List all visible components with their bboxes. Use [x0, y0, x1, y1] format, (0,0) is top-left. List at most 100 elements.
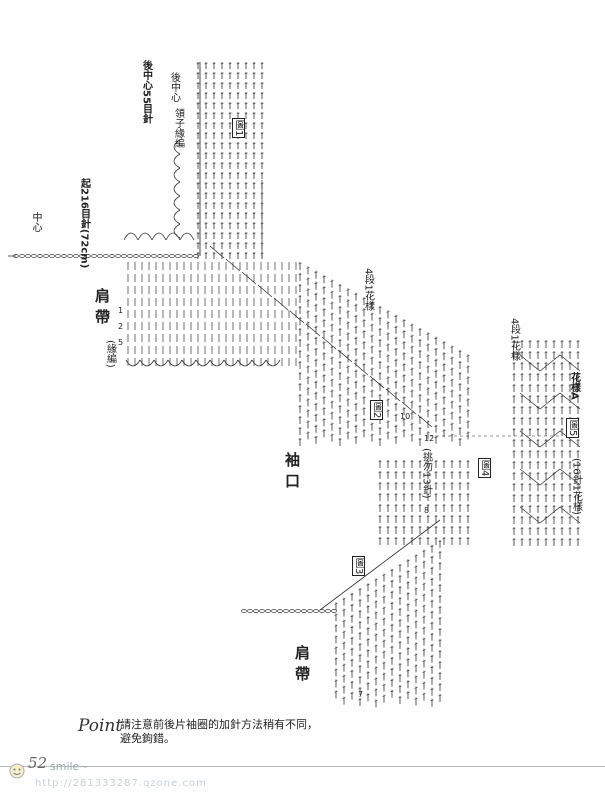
collar-col-tick — [260, 122, 264, 125]
lower-col-tick — [386, 515, 390, 518]
patternA-col-tick — [520, 384, 524, 387]
strap-col-tick — [406, 647, 410, 650]
lower-col-tick — [426, 493, 430, 496]
lower-col-tick — [394, 504, 398, 507]
strap-col-tick — [342, 598, 346, 600]
collar-col-tick — [244, 252, 248, 255]
chain-stitch — [31, 254, 37, 258]
patternA-col-tick — [544, 439, 548, 442]
lower-col-tick — [458, 526, 462, 529]
strap-col-tick — [382, 585, 386, 587]
lower-col-tick — [434, 482, 438, 485]
body-col-tick — [338, 438, 342, 441]
body-col-tick — [322, 308, 326, 311]
body-col-tick — [314, 326, 318, 329]
body-col-tick — [314, 425, 318, 428]
patternA-col-tick — [520, 406, 524, 409]
fan-stitch — [519, 430, 581, 448]
chain-stitch-lower — [319, 609, 325, 613]
patternA-col-tick — [560, 461, 564, 464]
lower-col-tick — [442, 526, 446, 529]
patternA-col-tick — [536, 527, 540, 530]
strap-col-tick — [398, 586, 402, 589]
lower-col-tick — [426, 537, 430, 540]
strap-col-tick — [358, 621, 362, 624]
body-col-tick — [386, 399, 390, 401]
patternA-col-tick — [520, 505, 524, 508]
lower-col-tick — [386, 460, 390, 463]
body-col-tick — [458, 427, 462, 430]
chain-stitch-lower — [283, 609, 289, 613]
lower-col-tick — [450, 537, 454, 540]
body-col-tick — [458, 372, 462, 375]
row-num-7: 7 — [358, 690, 364, 699]
collar-col-tick — [244, 122, 248, 125]
strap-col-tick — [374, 634, 378, 636]
body-col-tick — [306, 300, 310, 302]
four-rows-a-label: 4段1花樣 — [362, 268, 374, 311]
collar-col-tick — [228, 82, 232, 85]
patternA-col-tick — [560, 417, 564, 420]
body-col-tick — [458, 361, 462, 364]
body-col-tick — [442, 396, 446, 399]
body-col-tick — [330, 401, 334, 403]
diag-stitch-lower — [415, 528, 429, 539]
body-col-tick — [378, 427, 382, 430]
body-col-tick — [354, 359, 358, 362]
body-col-tick — [442, 341, 446, 344]
strap-col-tick — [438, 540, 442, 543]
body-col-tick — [338, 328, 342, 331]
body-col-tick — [426, 432, 430, 434]
strap-col-tick — [342, 697, 346, 699]
patternA-col-tick — [512, 450, 516, 453]
shoulder-strap-bottom-label: 肩帶 — [293, 645, 311, 687]
body-col-tick — [322, 374, 326, 377]
chart2-box: 圖2 — [370, 400, 383, 421]
strap-col-tick — [438, 694, 442, 697]
chain-stitch — [133, 254, 139, 258]
strap-col-tick — [398, 564, 402, 567]
collar-col-tick — [212, 122, 216, 125]
body-col-tick — [354, 326, 358, 329]
lower-col-tick — [402, 515, 406, 518]
chain-stitch-lower — [265, 609, 271, 613]
body-col-tick — [362, 407, 366, 410]
body-col-tick — [298, 339, 302, 342]
body-col-tick — [394, 403, 398, 406]
strap-col-tick — [390, 646, 394, 649]
lower-col-tick — [434, 504, 438, 507]
body-col-tick — [306, 289, 310, 291]
patternA-col-tick — [560, 494, 564, 497]
patternA-col-tick — [520, 362, 524, 365]
strap-col-tick — [406, 680, 410, 683]
body-col-tick — [402, 407, 406, 410]
body-col-tick — [346, 322, 350, 324]
lower-col-tick — [418, 493, 422, 496]
collar-col-tick — [212, 132, 216, 135]
strap-col-tick — [358, 654, 362, 657]
body-col-tick — [458, 383, 462, 386]
patternA-col-tick — [520, 527, 524, 530]
patternA-col-tick — [536, 384, 540, 387]
body-col-tick — [378, 438, 382, 441]
chain-stitch — [163, 254, 169, 258]
body-col-tick — [458, 405, 462, 408]
chain-stitch — [139, 254, 145, 258]
patternA-col-tick — [568, 505, 572, 508]
pattern-a-label: 花樣A — [568, 372, 580, 400]
lower-col-tick — [458, 537, 462, 540]
strap-col-tick — [414, 621, 418, 623]
strap-col-tick — [398, 696, 402, 699]
collar-col-tick — [212, 162, 216, 165]
patternA-col-tick — [512, 362, 516, 365]
patternA-col-tick — [544, 340, 548, 343]
strap-col-tick — [414, 676, 418, 678]
lower-col-tick — [434, 537, 438, 540]
body-col-tick — [458, 438, 462, 441]
scallop — [179, 232, 195, 241]
strap-col-tick — [374, 579, 378, 581]
patternA-col-tick — [528, 461, 532, 464]
patternA-col-tick — [560, 505, 564, 508]
strap-col-tick — [342, 653, 346, 655]
strap-col-tick — [374, 601, 378, 603]
